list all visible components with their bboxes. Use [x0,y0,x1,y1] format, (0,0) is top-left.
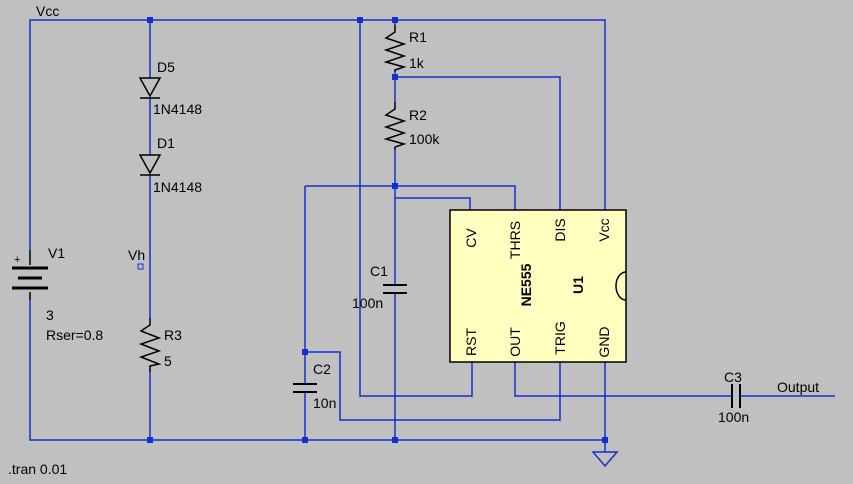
pin-cv: CV [463,228,479,248]
resistor-r2[interactable] [383,102,407,150]
r1-value: 1k [409,55,425,71]
c3-value: 100n [718,409,749,425]
cv-wire [395,197,471,210]
d5-value: 1N4148 [153,101,202,117]
junction-dot [392,183,398,189]
ic-part-label: NE555 [518,263,534,306]
vcc-rail-wire [29,19,606,250]
capacitor-c2[interactable] [293,383,317,393]
ic-body [449,209,627,363]
junction-dot [302,349,308,355]
v1-value: 3 [46,307,54,323]
r2-value: 100k [409,131,440,147]
r3-value: 5 [164,353,172,369]
c3-name: C3 [724,369,742,385]
pin-vcc: Vcc [596,218,612,241]
capacitor-c1[interactable] [383,284,407,294]
junction-dot [392,17,398,23]
pin-thrs: THRS [507,221,523,259]
pin-rst: RST [463,328,479,356]
diode-d5[interactable] [138,77,162,99]
ic-notch [615,271,627,301]
c2-value: 10n [313,395,336,411]
plus-sign: + [14,254,20,266]
junction-dot [147,437,153,443]
r2-name: R2 [409,107,427,123]
junction-dot [147,17,153,23]
ground-icon [591,451,619,468]
junction-dot [392,74,398,80]
ic-ref-label: U1 [570,276,586,294]
vh-net-flag [137,263,144,270]
d1-value: 1N4148 [153,179,202,195]
junction-dot [392,437,398,443]
junctions [147,17,608,443]
junction-dot [302,437,308,443]
pin-dis: DIS [552,218,568,241]
d1-name: D1 [157,135,175,151]
output-label: Output [777,379,819,395]
vcc-label: Vcc [36,3,59,19]
component-labels: Vcc D5 1N4148 D1 1N4148 Vh V1 3 Rser=0.8… [8,3,819,477]
junction-dot [357,17,363,23]
ne555-ic[interactable]: CV THRS DIS Vcc RST OUT TRIG GND NE555 U… [449,209,627,363]
vh-label: Vh [128,247,145,263]
dis-wire [395,76,561,210]
v1-name: V1 [48,245,65,261]
resistor-r3[interactable] [138,318,162,372]
thrs-wire [305,185,516,210]
c1-name: C1 [370,263,388,279]
r1-name: R1 [409,29,427,45]
c1-value: 100n [352,295,383,311]
spice-directive[interactable]: .tran 0.01 [8,461,67,477]
c2-name: C2 [313,361,331,377]
wires [29,19,835,452]
r3-name: R3 [164,327,182,343]
rst-wire [359,20,473,397]
resistor-r1[interactable] [383,25,407,72]
pin-gnd: GND [596,326,612,357]
v1-rser: Rser=0.8 [46,327,103,343]
diode-d1[interactable] [138,154,162,176]
junction-dot [602,437,608,443]
pin-trig: TRIG [552,321,568,354]
ground-rail-wire [29,300,605,441]
out-wire [514,362,732,397]
capacitor-c3[interactable] [731,384,741,408]
pin-out: OUT [507,327,523,357]
battery-v1[interactable]: + [12,250,48,300]
trig-wire [305,351,561,421]
d5-name: D5 [157,59,175,75]
